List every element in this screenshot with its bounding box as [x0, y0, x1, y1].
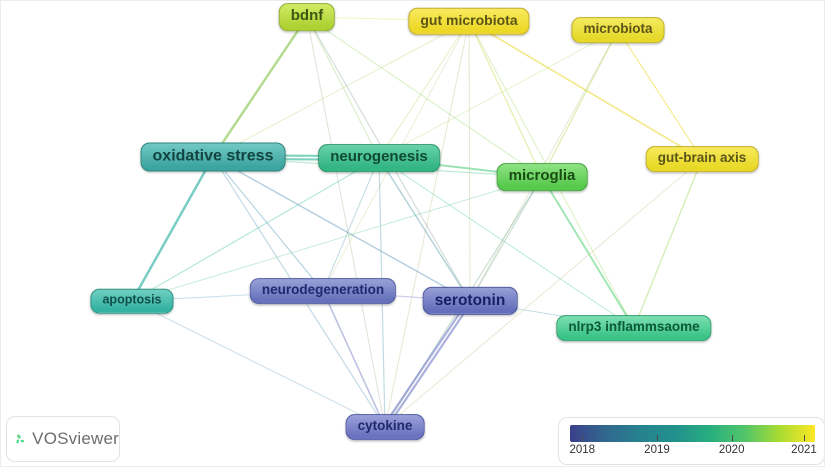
edge-gut-brain-axis-nlrp3-inflammsaome — [633, 158, 703, 329]
edge-bdnf-neurogenesis — [306, 16, 380, 159]
edge-oxidative-stress-apoptosis — [130, 156, 215, 302]
edge-microglia-apoptosis — [131, 176, 543, 302]
node-neurodegeneration[interactable]: neurodegeneration — [249, 278, 397, 304]
node-oxidative-stress[interactable]: oxidative stress — [140, 142, 286, 172]
edge-neurogenesis-apoptosis — [131, 157, 380, 302]
legend-tick-mark — [582, 435, 584, 441]
edge-gut-microbiota-microglia — [468, 20, 543, 178]
edge-bdnf-microglia — [306, 16, 543, 178]
edge-bdnf-cytokine — [306, 16, 386, 428]
edge-serotonin-cytokine — [382, 299, 470, 427]
edge-gut-brain-axis-cytokine — [384, 158, 703, 428]
edge-microglia-serotonin — [469, 176, 543, 302]
edge-oxidative-stress-serotonin — [212, 156, 471, 302]
legend-tick-label: 2020 — [718, 444, 745, 456]
edge-apoptosis-cytokine — [131, 300, 386, 428]
edge-gut-microbiota-neurogenesis — [378, 20, 470, 159]
node-bdnf[interactable]: bdnf — [278, 3, 336, 31]
node-neurogenesis[interactable]: neurogenesis — [318, 144, 440, 172]
legend-tick-mark — [731, 435, 733, 441]
edge-gut-microbiota-cytokine — [384, 20, 470, 428]
vosviewer-logo-text: VOSviewer — [32, 429, 119, 448]
legend-tick-label: 2019 — [644, 444, 670, 456]
edge-bdnf-oxidative-stress — [211, 16, 309, 158]
node-serotonin[interactable]: serotonin — [422, 286, 518, 316]
edge-serotonin-cytokine — [385, 301, 473, 429]
node-microglia[interactable]: microglia — [496, 163, 588, 191]
edge-neurodegeneration-cytokine — [322, 290, 386, 428]
legend-tick-label: 2018 — [569, 444, 596, 456]
edge-gut-microbiota-serotonin — [468, 20, 471, 302]
edge-microglia-nlrp3-inflammsaome — [541, 176, 635, 329]
legend-gradient-bar — [570, 425, 815, 442]
node-gut-microbiota[interactable]: gut microbiota — [408, 7, 530, 35]
edge-microbiota-neurogenesis — [378, 29, 619, 159]
vosviewer-logo: VOSviewer — [6, 416, 120, 462]
edge-oxidative-stress-neurodegeneration — [212, 156, 324, 292]
edge-neurogenesis-neurodegeneration — [322, 157, 380, 292]
legend-tick-label: 2021 — [791, 444, 817, 456]
node-microbiota[interactable]: microbiota — [571, 17, 665, 43]
node-nlrp3-inflammsaome[interactable]: nlrp3 inflammsaome — [556, 315, 712, 341]
edge-microbiota-gut-brain-axis — [617, 29, 703, 160]
edge-neurogenesis-nlrp3-inflammsaome — [378, 157, 635, 329]
color-legend: 2018 2019 2020 2021 — [558, 417, 824, 465]
legend-tick-mark — [803, 435, 805, 441]
node-cytokine[interactable]: cytokine — [345, 414, 425, 440]
edge-microbiota-microglia — [541, 29, 619, 178]
edge-neurogenesis-serotonin — [378, 157, 471, 302]
edge-gut-microbiota-oxidative-stress — [212, 20, 470, 158]
vosviewer-icon — [16, 434, 25, 444]
legend-tick-mark — [656, 435, 658, 441]
edge-gut-microbiota-gut-brain-axis — [468, 20, 703, 160]
node-apoptosis[interactable]: apoptosis — [90, 288, 174, 314]
node-gut-brain-axis[interactable]: gut-brain axis — [645, 146, 759, 172]
